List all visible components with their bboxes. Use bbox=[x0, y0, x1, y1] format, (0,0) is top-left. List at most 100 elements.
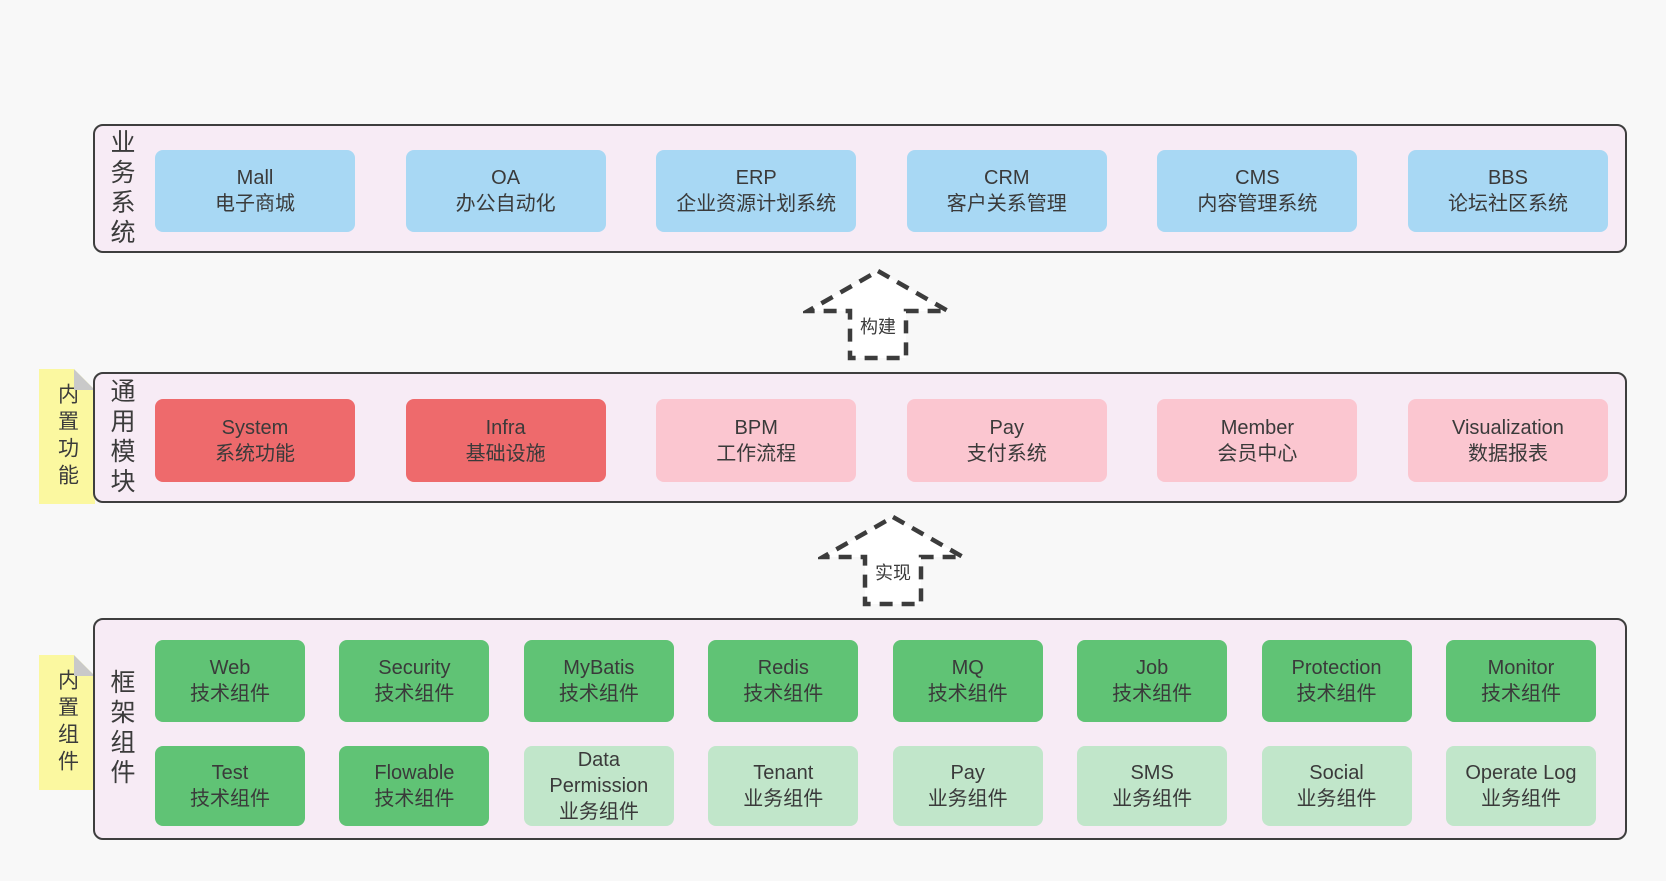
node-test: Test 技术组件 bbox=[155, 746, 305, 826]
node-title: Member bbox=[1220, 416, 1295, 439]
node-visualization: Visualization 数据报表 bbox=[1407, 399, 1608, 482]
node-subtitle: 技术组件 bbox=[190, 788, 270, 810]
node-protection: Protection 技术组件 bbox=[1261, 640, 1412, 722]
node-data-permission: Data Permission 业务组件 bbox=[523, 746, 674, 826]
node-title: ERP bbox=[735, 167, 777, 189]
folded-corner-icon bbox=[74, 369, 95, 390]
node-title: Security bbox=[378, 657, 451, 679]
node-subtitle: 内容管理系统 bbox=[1197, 193, 1318, 215]
node-subtitle: 技术组件 bbox=[1296, 683, 1377, 705]
node-tenant: Tenant 业务组件 bbox=[708, 746, 859, 826]
node-subtitle: 电子商城 bbox=[215, 193, 295, 215]
node-subtitle: 论坛社区系统 bbox=[1447, 193, 1568, 215]
node-mq: MQ 技术组件 bbox=[892, 640, 1043, 722]
node-title: System bbox=[221, 416, 289, 439]
implement-arrow: 实现 bbox=[818, 514, 968, 608]
node-sms: SMS 业务组件 bbox=[1077, 746, 1228, 826]
node-title: Pay bbox=[950, 762, 985, 784]
build-arrow-label: 构建 bbox=[857, 313, 899, 339]
sticky-built-in-components: 内置组件 bbox=[39, 655, 95, 790]
node-flowable: Flowable 技术组件 bbox=[339, 746, 490, 826]
sticky-built-in-features: 内置功能 bbox=[39, 369, 95, 504]
node-subtitle: 系统功能 bbox=[215, 442, 295, 465]
node-title: BBS bbox=[1487, 167, 1528, 189]
node-subtitle: 业务组件 bbox=[743, 788, 824, 810]
node-subtitle: 支付系统 bbox=[966, 442, 1047, 465]
node-subtitle: 技术组件 bbox=[558, 683, 639, 705]
business-nodes-row: Mall 电子商城 OA 办公自动化 ERP 企业资源计划系统 CRM 客户关系… bbox=[155, 150, 1608, 232]
node-pay: Pay 支付系统 bbox=[906, 399, 1107, 482]
node-subtitle: 客户关系管理 bbox=[946, 193, 1067, 215]
business-components-row: Test 技术组件 Flowable 技术组件 Data Permission … bbox=[155, 746, 1596, 826]
node-cms: CMS 内容管理系统 bbox=[1157, 150, 1358, 232]
node-title: CMS bbox=[1235, 167, 1280, 189]
node-subtitle: 会员中心 bbox=[1217, 442, 1298, 465]
node-crm: CRM 客户关系管理 bbox=[906, 150, 1107, 232]
node-web: Web 技术组件 bbox=[155, 640, 305, 722]
node-title: Operate Log bbox=[1465, 762, 1577, 784]
module-nodes-row: System 系统功能 Infra 基础设施 BPM 工作流程 Pay 支付系统… bbox=[155, 399, 1608, 482]
node-member: Member 会员中心 bbox=[1157, 399, 1358, 482]
tech-components-row: Web 技术组件 Security 技术组件 MyBatis 技术组件 Redi… bbox=[155, 640, 1596, 722]
node-subtitle: 技术组件 bbox=[743, 683, 824, 705]
node-pay-business: Pay 业务组件 bbox=[892, 746, 1043, 826]
band-common-modules: 通用模块 System 系统功能 Infra 基础设施 BPM 工作流程 Pay… bbox=[93, 372, 1627, 503]
node-subtitle: 数据报表 bbox=[1467, 442, 1548, 465]
node-subtitle: 办公自动化 bbox=[455, 193, 556, 215]
node-oa: OA 办公自动化 bbox=[405, 150, 606, 232]
folded-corner-icon bbox=[74, 655, 95, 676]
node-title: MQ bbox=[951, 657, 984, 679]
node-title: Test bbox=[211, 762, 249, 784]
node-subtitle: 业务组件 bbox=[927, 788, 1008, 810]
node-erp: ERP 企业资源计划系统 bbox=[656, 150, 857, 232]
band-business-systems-label: 业务系统 bbox=[107, 128, 135, 249]
node-subtitle: 工作流程 bbox=[716, 442, 797, 465]
node-title: CRM bbox=[984, 167, 1030, 189]
node-subtitle: 业务组件 bbox=[1112, 788, 1193, 810]
node-title: SMS bbox=[1130, 762, 1174, 784]
node-title: OA bbox=[491, 167, 521, 189]
node-title: Mall bbox=[236, 167, 274, 189]
band-common-modules-label: 通用模块 bbox=[107, 377, 135, 498]
node-title: Web bbox=[209, 657, 251, 679]
node-subtitle: 企业资源计划系统 bbox=[676, 193, 837, 215]
sticky-built-in-features-label: 内置功能 bbox=[55, 382, 79, 491]
node-subtitle: 技术组件 bbox=[927, 683, 1008, 705]
node-title: Job bbox=[1135, 657, 1169, 679]
node-subtitle: 业务组件 bbox=[558, 801, 639, 823]
node-title: Flowable bbox=[374, 762, 455, 784]
build-arrow: 构建 bbox=[803, 268, 953, 362]
node-title: Monitor bbox=[1487, 657, 1555, 679]
node-title: Data Permission bbox=[549, 749, 649, 797]
band-framework-components: 框架组件 Web 技术组件 Security 技术组件 MyBatis 技术组件… bbox=[93, 618, 1627, 840]
node-subtitle: 业务组件 bbox=[1480, 788, 1561, 810]
node-title: Visualization bbox=[1452, 416, 1564, 439]
node-subtitle: 基础设施 bbox=[465, 442, 546, 465]
sticky-built-in-components-label: 内置组件 bbox=[55, 668, 79, 777]
band-business-systems: 业务系统 Mall 电子商城 OA 办公自动化 ERP 企业资源计划系统 CRM… bbox=[93, 124, 1627, 253]
node-infra: Infra 基础设施 bbox=[405, 399, 606, 482]
node-operate-log: Operate Log 业务组件 bbox=[1445, 746, 1596, 826]
node-subtitle: 技术组件 bbox=[190, 683, 270, 705]
node-system: System 系统功能 bbox=[155, 399, 355, 482]
node-security: Security 技术组件 bbox=[339, 640, 490, 722]
node-title: MyBatis bbox=[563, 657, 635, 679]
node-bpm: BPM 工作流程 bbox=[656, 399, 857, 482]
node-title: Protection bbox=[1291, 657, 1382, 679]
implement-arrow-label: 实现 bbox=[872, 559, 914, 585]
node-monitor: Monitor 技术组件 bbox=[1445, 640, 1596, 722]
node-title: Social bbox=[1309, 762, 1364, 784]
node-subtitle: 技术组件 bbox=[374, 683, 455, 705]
node-subtitle: 技术组件 bbox=[374, 788, 455, 810]
node-bbs: BBS 论坛社区系统 bbox=[1407, 150, 1608, 232]
node-subtitle: 业务组件 bbox=[1296, 788, 1377, 810]
node-subtitle: 技术组件 bbox=[1112, 683, 1193, 705]
band-framework-components-label: 框架组件 bbox=[107, 669, 135, 789]
node-mall: Mall 电子商城 bbox=[155, 150, 355, 232]
node-title: Redis bbox=[757, 657, 809, 679]
node-subtitle: 技术组件 bbox=[1480, 683, 1561, 705]
node-redis: Redis 技术组件 bbox=[708, 640, 859, 722]
node-social: Social 业务组件 bbox=[1261, 746, 1412, 826]
node-mybatis: MyBatis 技术组件 bbox=[523, 640, 674, 722]
